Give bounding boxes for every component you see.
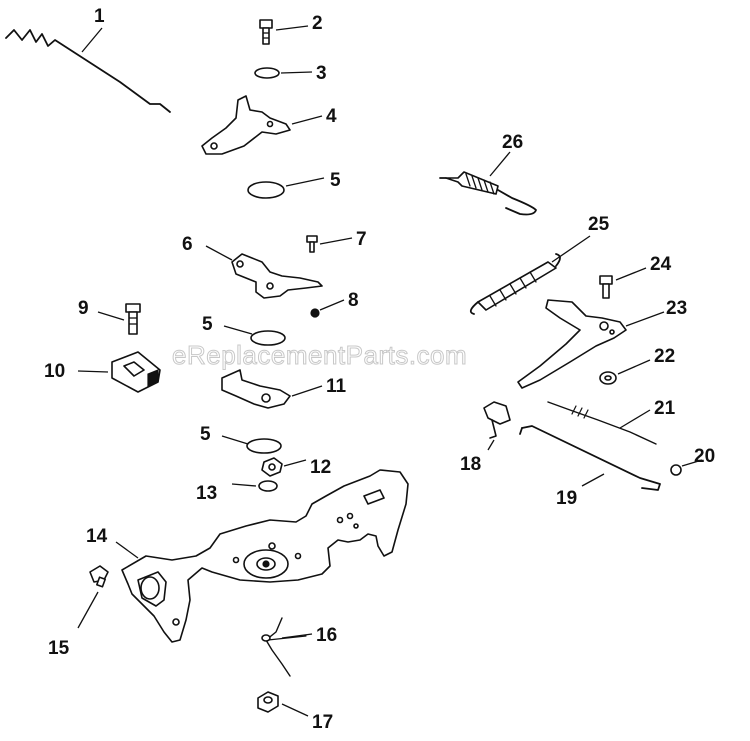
part-3-washer <box>254 67 280 79</box>
part-10-clip <box>111 351 161 393</box>
callout-3: 3 <box>316 63 327 84</box>
part-14-main-bracket <box>121 469 409 643</box>
part-2-screw <box>259 19 273 45</box>
callout-13: 13 <box>196 483 217 504</box>
callout-9: 9 <box>78 298 89 319</box>
part-20-nut <box>670 464 682 476</box>
part-24-screw <box>599 275 613 299</box>
callout-5-bottom: 5 <box>200 424 211 445</box>
callout-21: 21 <box>654 398 676 419</box>
callout-5-top: 5 <box>330 170 341 191</box>
callout-6: 6 <box>182 234 193 255</box>
callout-25: 25 <box>588 214 610 235</box>
callout-18: 18 <box>460 454 481 475</box>
callout-23: 23 <box>666 298 687 319</box>
callout-20: 20 <box>694 446 715 467</box>
watermark: eReplacementParts.com <box>172 340 467 370</box>
part-25-spring <box>469 253 561 315</box>
part-5-disc-middle <box>250 330 286 346</box>
part-5-disc-top <box>247 181 285 199</box>
callout-7: 7 <box>356 229 367 250</box>
part-19-rod <box>519 425 661 491</box>
callout-24: 24 <box>650 254 672 275</box>
callout-2: 2 <box>312 13 323 34</box>
part-11-plate <box>221 369 291 409</box>
callout-17: 17 <box>312 712 333 733</box>
callout-11: 11 <box>326 376 347 397</box>
part-7-screw <box>306 235 318 253</box>
part-17-nut <box>257 691 279 713</box>
part-16-spring-clip <box>261 617 307 677</box>
part-15-stud <box>89 565 109 588</box>
part-26-spring <box>439 171 537 216</box>
part-6-lever <box>231 253 323 299</box>
callout-4: 4 <box>326 106 337 127</box>
callout-19: 19 <box>556 488 577 509</box>
callout-8: 8 <box>348 290 359 311</box>
part-9-bolt <box>125 303 141 335</box>
callout-26: 26 <box>502 132 523 153</box>
part-13-washer <box>258 480 278 492</box>
part-12-nut <box>261 457 283 477</box>
callout-22: 22 <box>654 346 675 367</box>
part-22-nut <box>599 371 617 385</box>
part-4-governor-lever <box>201 95 291 155</box>
part-5-disc-bottom <box>246 438 282 454</box>
callout-10: 10 <box>44 361 65 382</box>
part-23-bracket <box>517 299 627 389</box>
callout-5-middle: 5 <box>202 314 213 335</box>
callout-12: 12 <box>310 457 331 478</box>
callout-15: 15 <box>48 638 70 659</box>
callout-14: 14 <box>86 526 108 547</box>
part-1-governor-rod <box>5 29 171 113</box>
part-18-clip <box>483 401 511 439</box>
part-8-nut <box>310 308 320 318</box>
callout-16: 16 <box>316 625 337 646</box>
callout-1: 1 <box>94 6 105 27</box>
part-21-spring-wire <box>547 401 657 445</box>
